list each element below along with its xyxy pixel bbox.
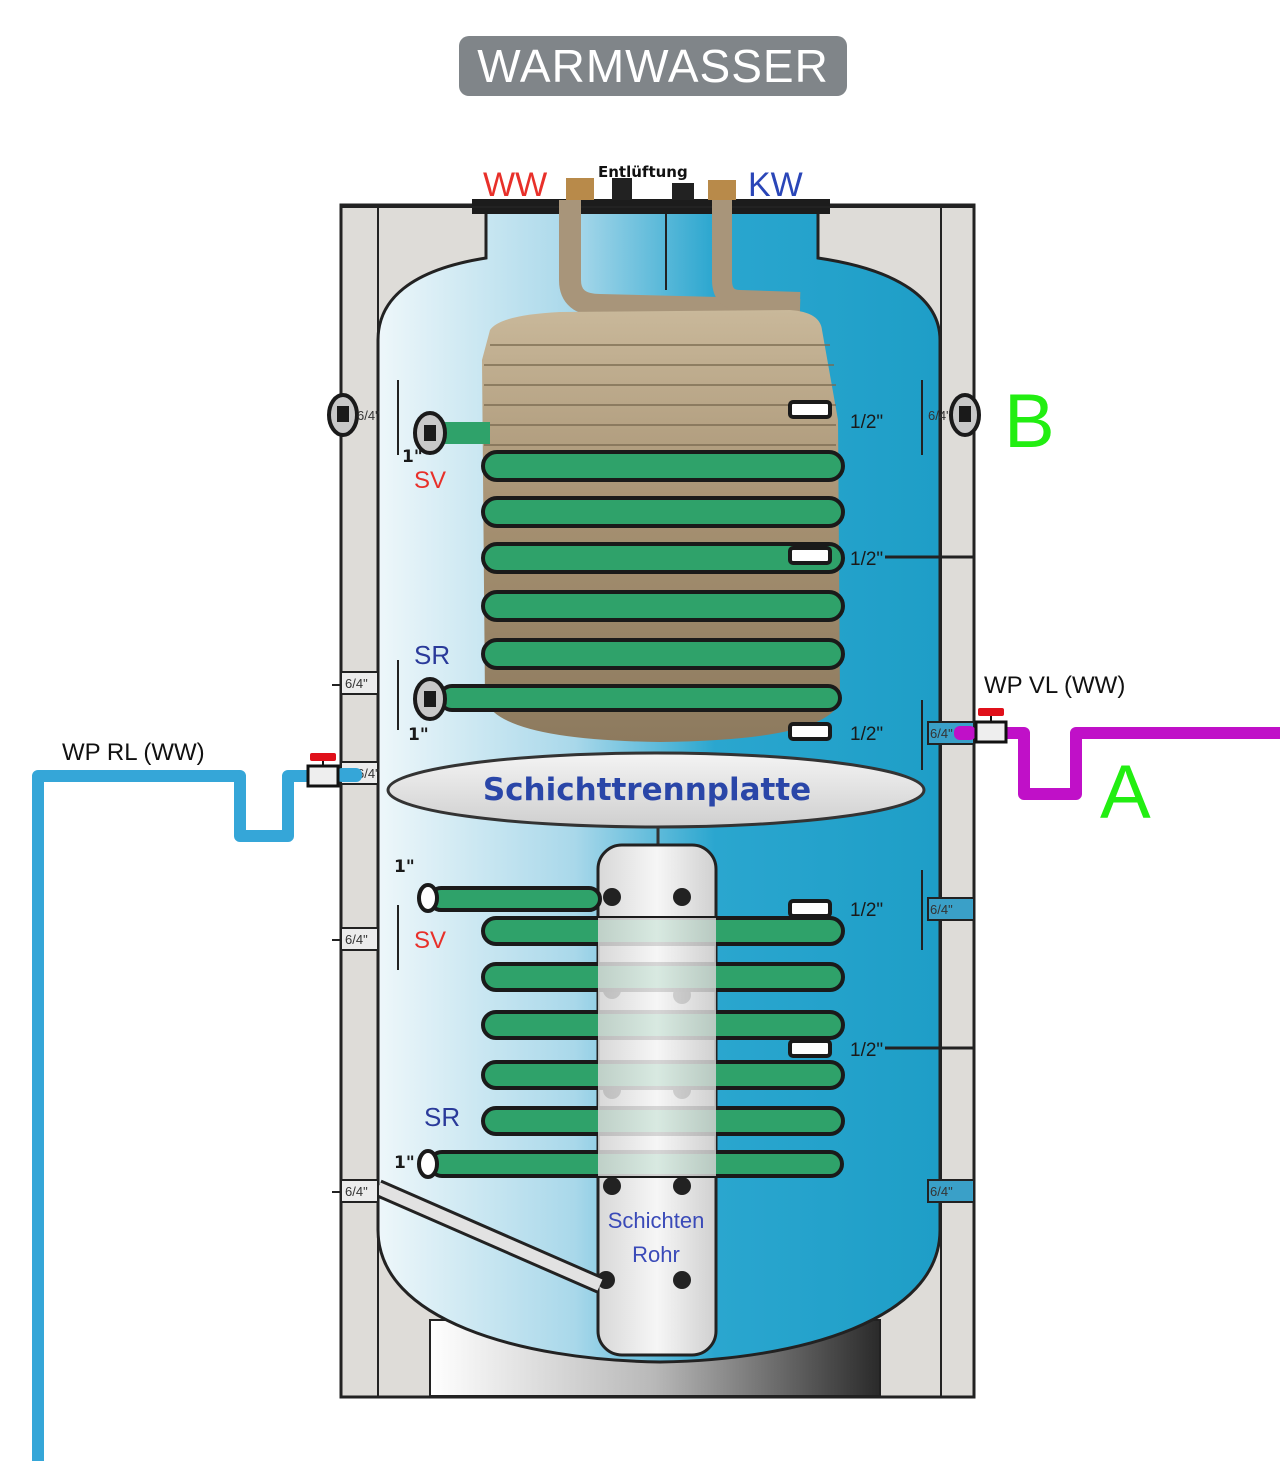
right-port-label: 6/4" — [928, 408, 951, 423]
sensor-sleeve-label: 1/2" — [850, 412, 883, 433]
separator-plate-label: Schichttrennplatte — [483, 772, 811, 808]
stratification-tube-label-2: Rohr — [632, 1242, 680, 1267]
hot-water-label: WW — [483, 166, 547, 204]
upper-heat-exchanger-coil — [438, 422, 845, 712]
upper-coil-sv-label: SV — [414, 467, 446, 494]
lower-coil-size-return: 1" — [394, 1153, 415, 1173]
left-port-label: 6/4" — [357, 766, 380, 781]
sensor-sleeves — [788, 400, 832, 1058]
left-port-label: 6/4" — [345, 676, 368, 691]
upper-coil-size-return: 1" — [408, 725, 429, 745]
separator-plate: Schichttrennplatte — [386, 751, 926, 829]
wp-flow-label: WP VL (WW) — [984, 672, 1125, 699]
upper-coil-return-port — [413, 677, 447, 721]
sensor-sleeve-label: 1/2" — [850, 549, 883, 570]
upper-coil-size-supply: 1" — [402, 447, 423, 467]
right-port-label: 6/4" — [930, 902, 953, 917]
lower-coil-size-supply: 1" — [394, 857, 415, 877]
sensor-sleeve-label: 1/2" — [850, 724, 883, 745]
marker-b: B — [1004, 379, 1055, 464]
marker-a: A — [1100, 750, 1151, 835]
stratification-tube-label-1: Schichten — [608, 1208, 705, 1233]
sensor-sleeve-label: 1/2" — [850, 1040, 883, 1061]
left-port-label: 6/4" — [345, 1184, 368, 1199]
sensor-sleeve-label: 1/2" — [850, 900, 883, 921]
lower-coil-sr-label: SR — [424, 1102, 460, 1132]
heat-pump-flow-pipe[interactable] — [1006, 727, 1280, 800]
cold-water-label: KW — [748, 166, 803, 204]
return-valve[interactable] — [306, 753, 340, 788]
left-port-label: 6/4" — [357, 408, 380, 423]
upper-coil-sr-label: SR — [414, 640, 450, 670]
title-badge: WARMWASSER — [459, 36, 847, 96]
upper-coil-supply-port — [413, 411, 447, 455]
vent-label: Entlüftung — [598, 163, 688, 181]
right-port-label: 6/4" — [930, 1184, 953, 1199]
heat-pump-return-pipe[interactable] — [32, 770, 308, 1461]
lower-coil-sv-label: SV — [414, 927, 446, 954]
left-port-label: 6/4" — [345, 932, 368, 947]
lower-coil-return-port — [417, 1149, 439, 1179]
right-port-label: 6/4" — [930, 726, 953, 741]
wp-return-label: WP RL (WW) — [62, 739, 205, 766]
cold-water-pipe — [708, 180, 801, 312]
flow-valve[interactable] — [974, 708, 1008, 744]
lower-coil-supply-port — [417, 883, 439, 913]
hot-water-pipe — [559, 178, 801, 321]
